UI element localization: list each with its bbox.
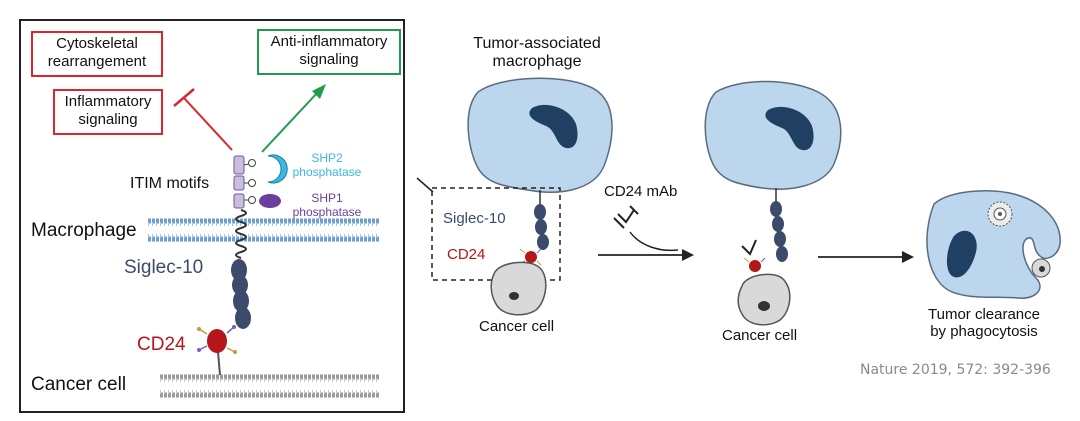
siglec10-label-right: Siglec-10 xyxy=(443,210,506,227)
siglec10-chain-1 xyxy=(534,190,549,250)
activation-arrow xyxy=(261,84,326,153)
cancer-cell-label: Cancer cell xyxy=(31,374,127,395)
transmembrane-coil xyxy=(235,209,247,259)
anti-inflammatory-line-1: Anti-inflammatory xyxy=(270,33,388,50)
shp1-phosphatase-label: SHP1 phosphatase xyxy=(282,191,372,220)
cd24-mab-antibody xyxy=(613,205,639,229)
zoom-connector-line xyxy=(416,177,434,193)
cancer-cell-1 xyxy=(490,261,547,316)
phagocytic-macrophage xyxy=(926,190,1061,299)
shp2-label-line-1: SHP2 xyxy=(311,151,343,165)
tumor-associated-macrophage-1 xyxy=(467,77,613,193)
cancer-cell-2 xyxy=(737,273,791,326)
siglec10-chain-2 xyxy=(770,188,788,262)
cytoskeletal-line-2: rearrangement xyxy=(47,53,147,70)
shp1-label-line-2: phosphatase xyxy=(292,204,362,219)
siglec10-domains xyxy=(231,259,251,329)
treatment-arrow xyxy=(598,249,694,261)
inhibition-arrow xyxy=(173,88,233,151)
cd24-label: CD24 xyxy=(137,334,186,355)
clearance-line-2: by phagocytosis xyxy=(930,323,1038,341)
cd24-mab-label: CD24 mAb xyxy=(604,183,678,200)
macrophage-label: Macrophage xyxy=(31,220,137,241)
tumor-associated-macrophage-label: Tumor-associated macrophage xyxy=(462,35,612,72)
tumor-clearance-label: Tumor clearance by phagocytosis xyxy=(914,306,1054,341)
tumor-associated-macrophage-2 xyxy=(704,80,842,190)
shp1-label-line-1: SHP1 xyxy=(311,191,343,205)
inflammatory-line-1: Inflammatory xyxy=(64,93,152,110)
itim-motifs-label: ITIM motifs xyxy=(130,175,210,192)
cytoskeletal-line-1: Cytoskeletal xyxy=(56,35,138,52)
citation-text: Nature 2019, 572: 392-396 xyxy=(860,362,1051,378)
shp1-phosphatase-shape xyxy=(259,194,281,208)
shp2-phosphatase-label: SHP2 phosphatase xyxy=(282,151,372,180)
tam-label-line-2: macrophage xyxy=(492,53,582,71)
cancer-cell-label-right-2: Cancer cell xyxy=(722,327,798,344)
inflammatory-line-2: signaling xyxy=(78,111,138,128)
left-panel-frame xyxy=(19,19,405,413)
itim-motifs xyxy=(233,155,256,209)
phagocytosis-arrow xyxy=(818,251,914,263)
cytoskeletal-rearrangement-box: Cytoskeletal rearrangement xyxy=(31,31,163,77)
shp2-label-line-2: phosphatase xyxy=(292,164,362,179)
siglec10-label: Siglec-10 xyxy=(124,257,204,278)
cd24-label-right: CD24 xyxy=(447,246,486,263)
mab-curved-arrow xyxy=(629,231,679,252)
cd24-molecule xyxy=(197,325,237,376)
macrophage-membrane xyxy=(148,215,380,245)
anti-inflammatory-line-2: signaling xyxy=(299,51,359,68)
inflammatory-signaling-box: Inflammatory signaling xyxy=(53,89,163,135)
cancer-cell-membrane xyxy=(160,374,380,398)
antibody-bound-cd24 xyxy=(741,239,766,272)
anti-inflammatory-signaling-box: Anti-inflammatory signaling xyxy=(257,29,401,75)
cancer-cell-label-right-1: Cancer cell xyxy=(479,318,555,335)
shp2-phosphatase-shape xyxy=(267,154,288,184)
clearance-line-1: Tumor clearance xyxy=(928,306,1040,323)
tam-label-line-1: Tumor-associated xyxy=(473,35,601,52)
